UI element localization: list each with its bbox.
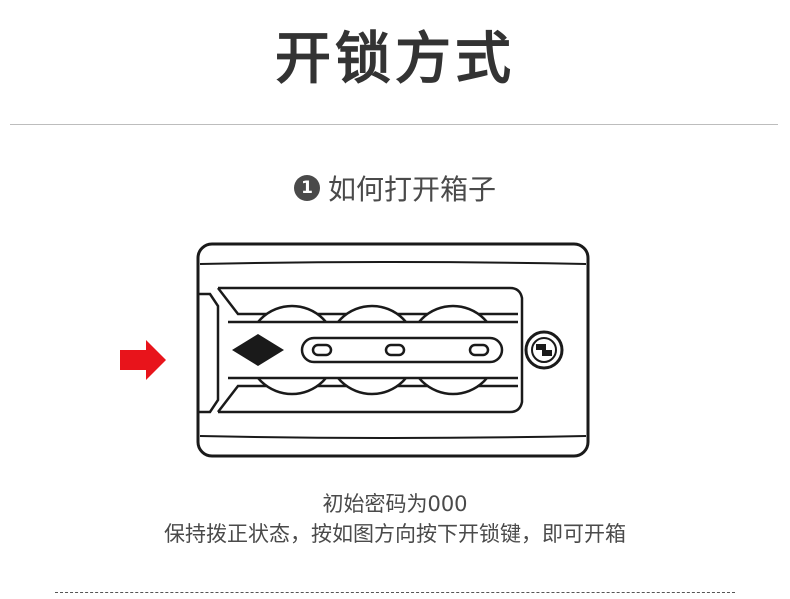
step-number-badge: 1 xyxy=(293,175,320,201)
digit-slot-1 xyxy=(311,343,333,357)
dial-frame xyxy=(217,286,524,414)
tsa-keyhole-icon xyxy=(524,330,564,370)
instruction-caption: 保持拨正状态，按如图方向按下开锁键，即可开箱 xyxy=(164,522,626,546)
diamond-emblem-icon xyxy=(232,334,284,366)
title-divider xyxy=(10,124,778,125)
step-heading-text: 如何打开箱子 xyxy=(327,173,496,206)
code-window xyxy=(300,336,504,364)
push-direction-arrow-icon xyxy=(120,340,166,380)
step-heading: 1 如何打开箱子 xyxy=(0,168,790,208)
digit-slot-3 xyxy=(468,343,490,357)
digit-slot-2 xyxy=(384,343,406,357)
initial-code-caption: 初始密码为000 xyxy=(322,492,468,516)
bottom-dashed-divider xyxy=(55,592,735,593)
unlock-push-button xyxy=(198,292,220,414)
luggage-lock-illustration xyxy=(120,242,590,458)
page-title: 开锁方式 xyxy=(275,27,515,92)
lock-body xyxy=(196,242,590,458)
